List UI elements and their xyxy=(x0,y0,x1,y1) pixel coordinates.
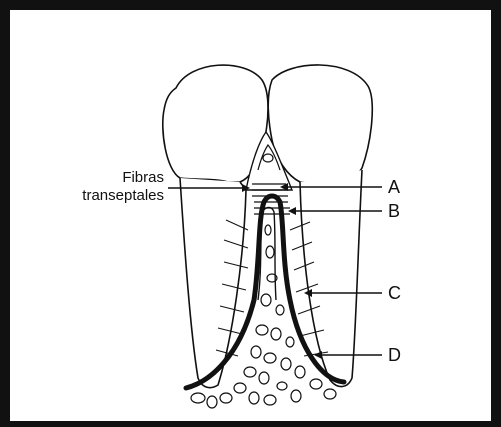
callout-b-label: B xyxy=(388,201,400,221)
callout-c-label: C xyxy=(388,283,401,303)
left-tooth xyxy=(163,65,268,388)
callout-d-arrowhead xyxy=(314,351,322,359)
left-root xyxy=(180,178,246,388)
callout-d-label: D xyxy=(388,345,401,365)
right-crown xyxy=(268,65,372,182)
callout-a-label: A xyxy=(388,177,400,197)
fibers-label-line2: transeptales xyxy=(82,187,164,204)
fibers-label-line1: Fibras xyxy=(122,169,164,186)
